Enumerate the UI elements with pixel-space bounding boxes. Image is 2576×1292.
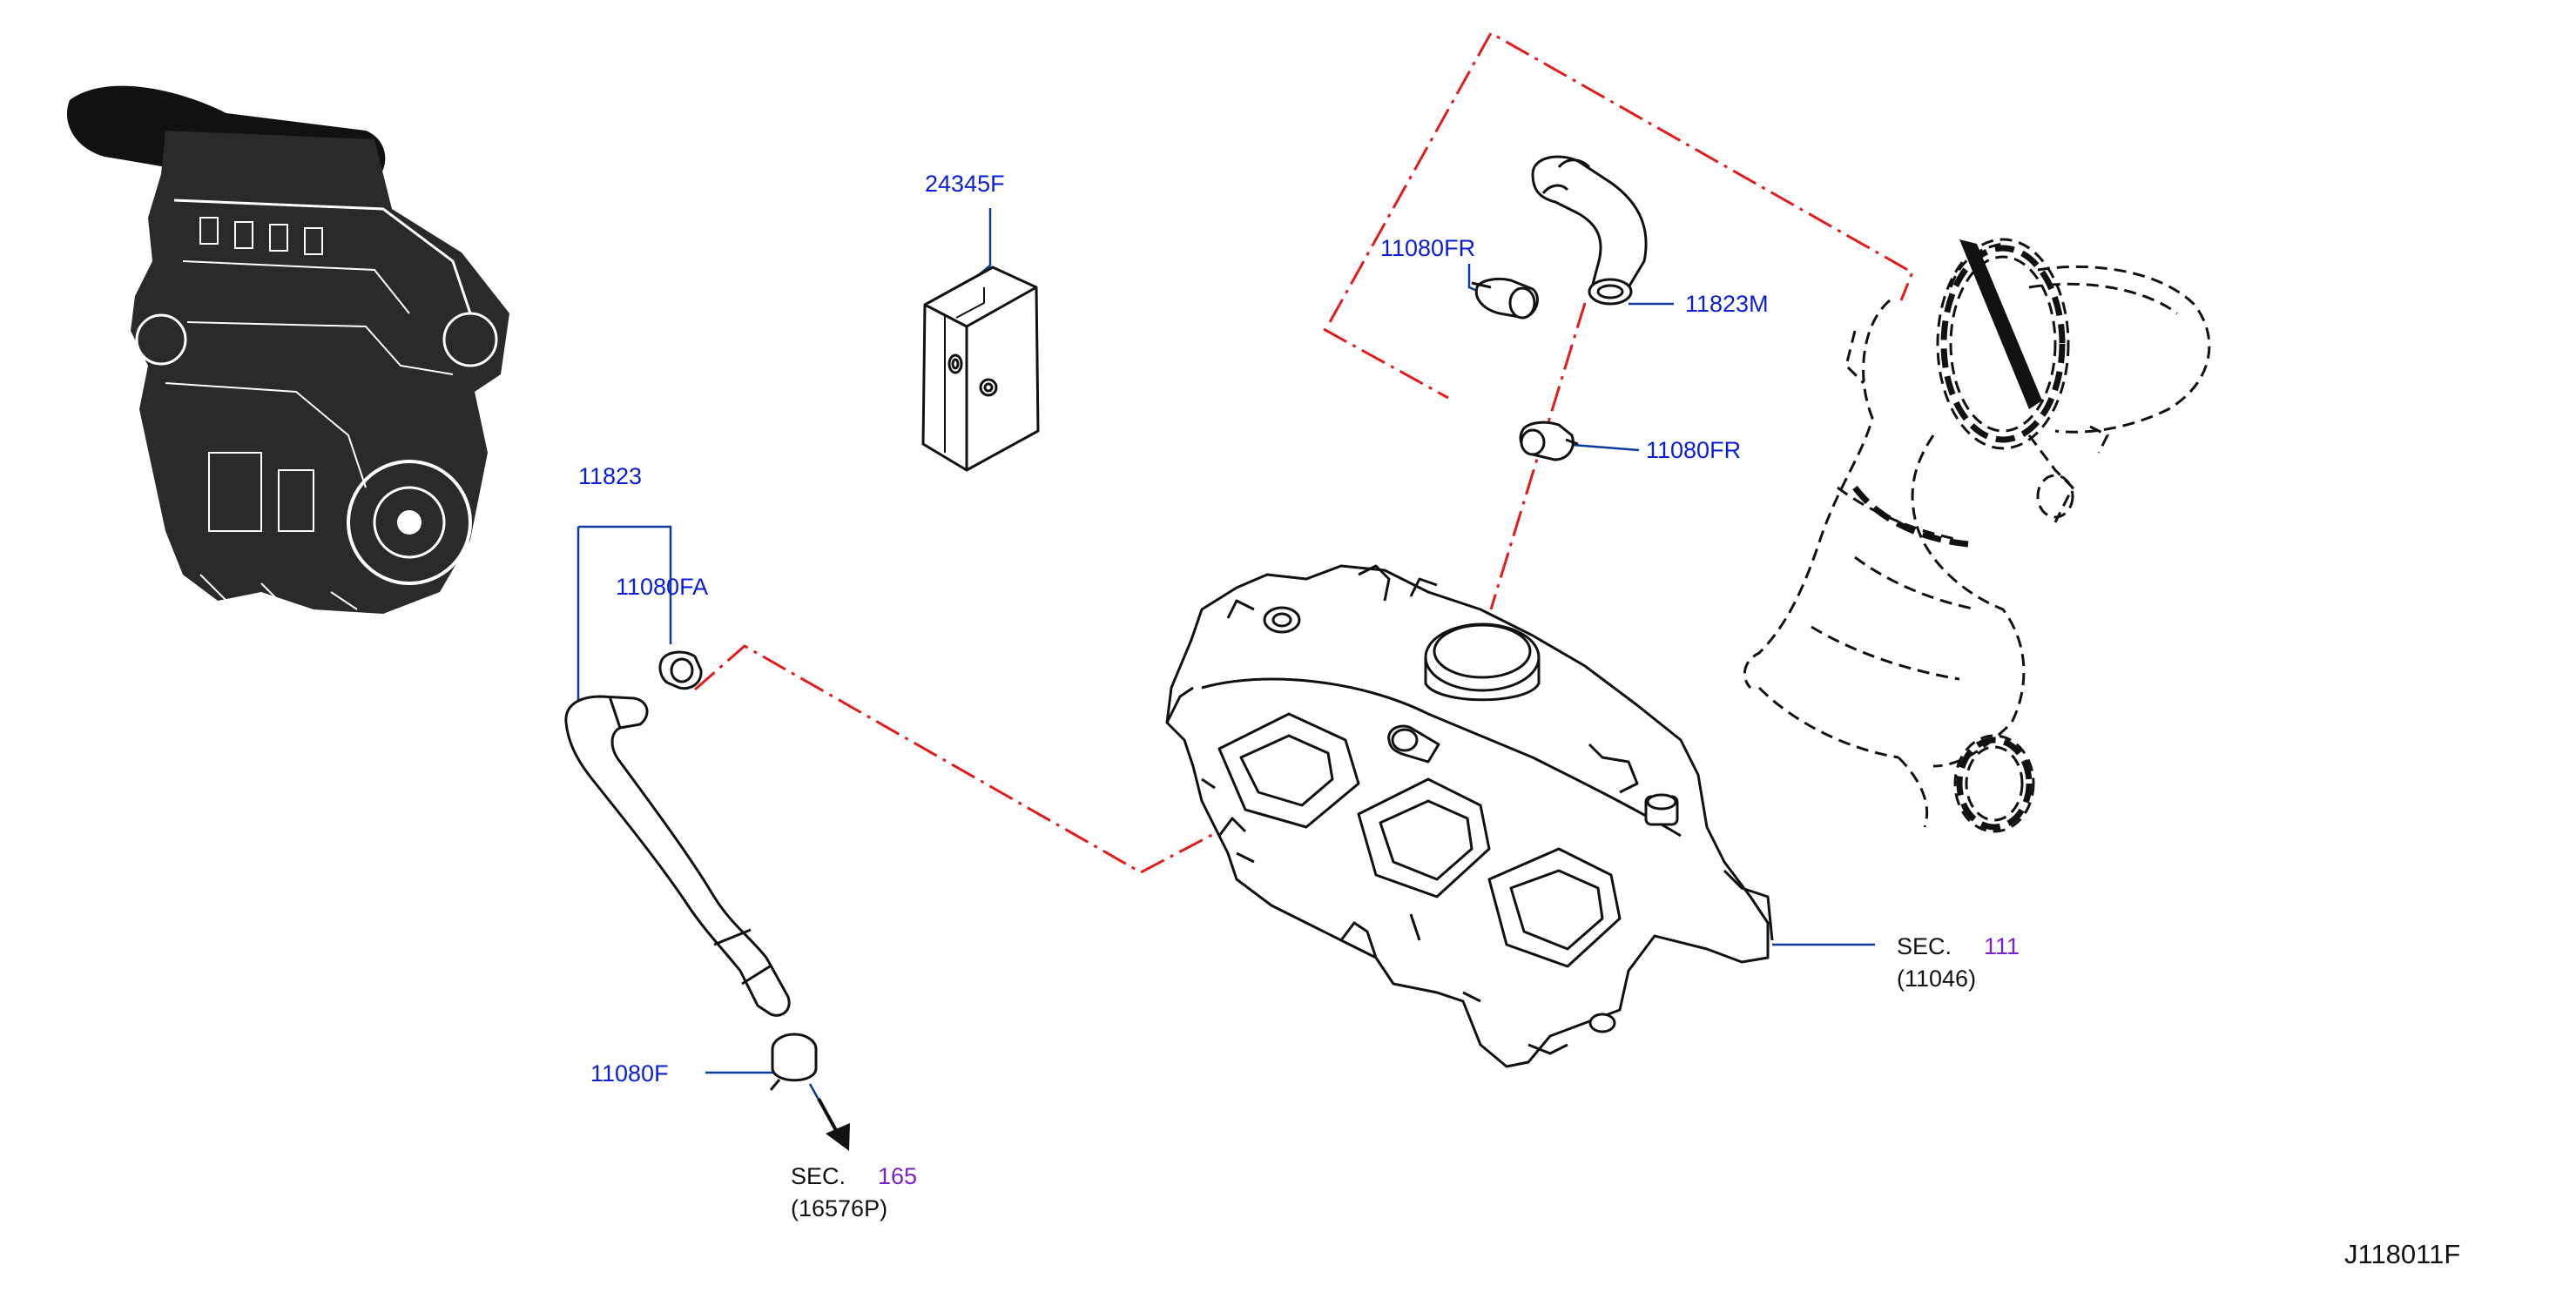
air-duct-clamp	[1959, 239, 2042, 409]
diagram-id: J118011F	[2344, 1239, 2460, 1269]
label-11080FA: 11080FA	[616, 574, 708, 600]
intake-manifold	[1165, 564, 1774, 1068]
sec165-ref: (16576P)	[791, 1195, 887, 1221]
leader-11823-bracket	[577, 525, 672, 701]
label-11080FR-bottom: 11080FR	[1646, 437, 1741, 463]
engine-thumbnail	[66, 85, 509, 614]
clamp-11080FR-bottom	[1519, 421, 1579, 461]
air-duct-ghost	[1743, 238, 2211, 833]
sec165-prefix: SEC.	[791, 1163, 846, 1189]
clamp-11080FR-top	[1471, 277, 1539, 320]
label-11080F: 11080F	[590, 1060, 669, 1087]
top-loop-line-2	[1323, 327, 1449, 400]
bracket-24345F	[921, 266, 1040, 472]
sec111-ref: (11046)	[1897, 966, 1976, 992]
air-duct-ghost-heavy	[1852, 245, 2066, 831]
label-24345F: 24345F	[925, 171, 1005, 197]
hose-to-manifold-line	[1489, 302, 1587, 610]
label-11080FR-top: 11080FR	[1380, 235, 1475, 261]
label-11823: 11823	[578, 463, 642, 489]
clamp-11080FA	[658, 650, 703, 690]
hose-11823	[564, 695, 791, 1017]
label-11823M: 11823M	[1685, 291, 1769, 317]
hose-11823M	[1531, 155, 1648, 306]
clamp-11080F	[769, 1033, 818, 1091]
sec111-prefix: SEC.	[1897, 933, 1952, 959]
sec111-number: 111	[1984, 933, 2020, 959]
leader-11080FR-bottom	[1571, 443, 1640, 452]
top-loop-line	[1328, 30, 1914, 323]
sec165-number: 165	[878, 1163, 917, 1189]
labels: 24345F 11080FR 11823M 11080FR 11823 1108…	[578, 171, 2460, 1269]
arrow-sec165	[817, 1098, 850, 1151]
